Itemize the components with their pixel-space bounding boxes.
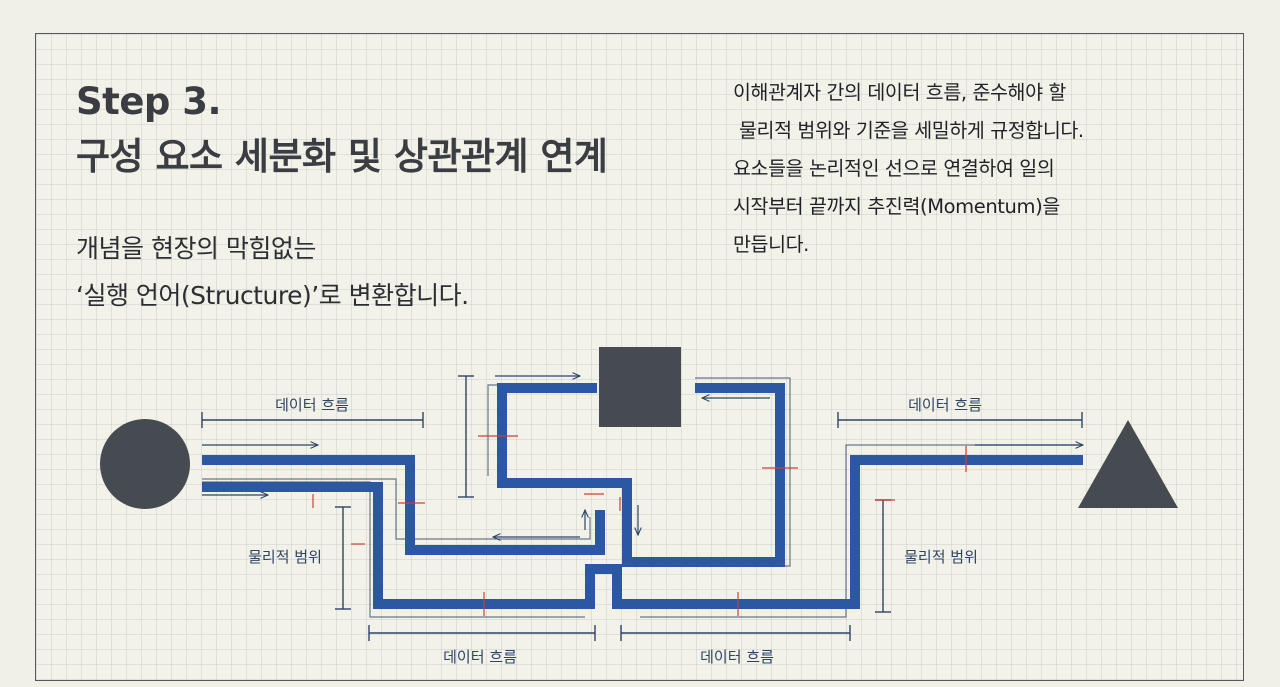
- label-range-right: 물리적 범위: [904, 548, 978, 566]
- description: 이해관계자 간의 데이터 흐름, 준수해야 할 물리적 범위와 기준을 세밀하게…: [733, 74, 1233, 264]
- label-flow-bottom-right: 데이터 흐름: [700, 648, 774, 666]
- pipe-square-left-route: [497, 383, 785, 567]
- subtitle: 개념을 현장의 막힘없는 ‘실행 언어(Structure)’로 변환합니다.: [76, 225, 469, 319]
- process-square-node: [599, 347, 681, 427]
- description-line-1: 이해관계자 간의 데이터 흐름, 준수해야 할: [733, 81, 1066, 104]
- start-circle-node: [100, 419, 190, 509]
- label-flow-bottom-left: 데이터 흐름: [443, 648, 517, 666]
- measurement-ticks: [312, 435, 967, 616]
- end-triangle-node: [1078, 420, 1178, 508]
- page-title: Step 3. 구성 요소 세분화 및 상관관계 연계: [76, 74, 608, 184]
- pipe-lower-route: [202, 455, 1083, 609]
- label-flow-top-left: 데이터 흐름: [275, 396, 349, 414]
- description-line-2: 물리적 범위와 기준을 세밀하게 규정합니다.: [739, 119, 1084, 142]
- description-line-4: 시작부터 끝까지 추진력(Momentum)을: [733, 195, 1060, 218]
- data-flow-pipes: [202, 383, 1083, 609]
- pipe-upper-route: [202, 455, 605, 555]
- description-line-3: 요소들을 논리적인 선으로 연결하여 일의: [733, 157, 1055, 180]
- description-line-5: 만듭니다.: [733, 233, 809, 256]
- label-range-left: 물리적 범위: [248, 548, 322, 566]
- title-main: 구성 요소 세분화 및 상관관계 연계: [76, 135, 608, 178]
- subtitle-line-2: ‘실행 언어(Structure)’로 변환합니다.: [76, 281, 469, 310]
- title-step: Step 3.: [76, 80, 222, 123]
- subtitle-line-1: 개념을 현장의 막힘없는: [76, 234, 316, 263]
- flow-arrows: [202, 376, 1083, 537]
- label-flow-top-right: 데이터 흐름: [908, 396, 982, 414]
